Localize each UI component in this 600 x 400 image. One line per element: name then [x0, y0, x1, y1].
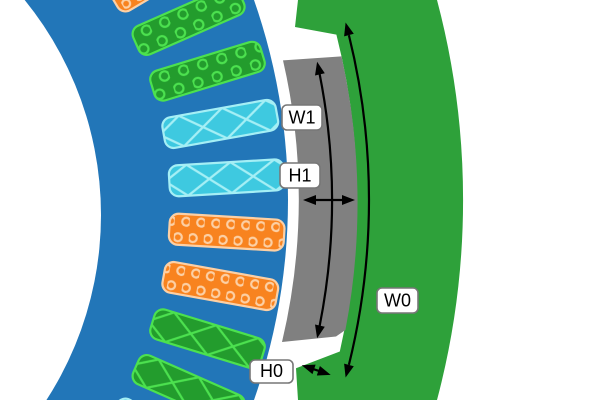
stator-slot-cyan: [167, 158, 286, 198]
dimension-labels: W1 H1 W0 H0: [249, 104, 419, 384]
h0-arrow: [301, 364, 331, 376]
stator-slot-green: [131, 354, 246, 400]
h0-label-text: H0: [260, 361, 283, 381]
dimension-arrows: [301, 22, 371, 378]
w0-label: W0: [376, 287, 419, 314]
stator-slots: [108, 0, 286, 400]
w0-arrow: [344, 22, 371, 378]
w1-label-text: W1: [289, 108, 316, 128]
rotor-core: [295, 0, 464, 400]
h1-arrow: [303, 195, 355, 205]
stator-slot-green: [149, 40, 266, 102]
stator-bore: [0, 0, 101, 400]
stator-slot-green: [149, 308, 266, 370]
stator-slot-orange: [161, 260, 280, 312]
stator-slot-green: [131, 0, 246, 56]
stator-slot-orange: [108, 0, 219, 13]
stator-slot-orange: [167, 212, 286, 252]
h1-label: H1: [279, 162, 321, 189]
stator-slot-cyan: [161, 98, 280, 150]
w0-label-text: W0: [384, 291, 411, 311]
h0-label: H0: [249, 359, 294, 384]
w1-label: W1: [281, 104, 323, 131]
h1-label-text: H1: [288, 166, 311, 186]
